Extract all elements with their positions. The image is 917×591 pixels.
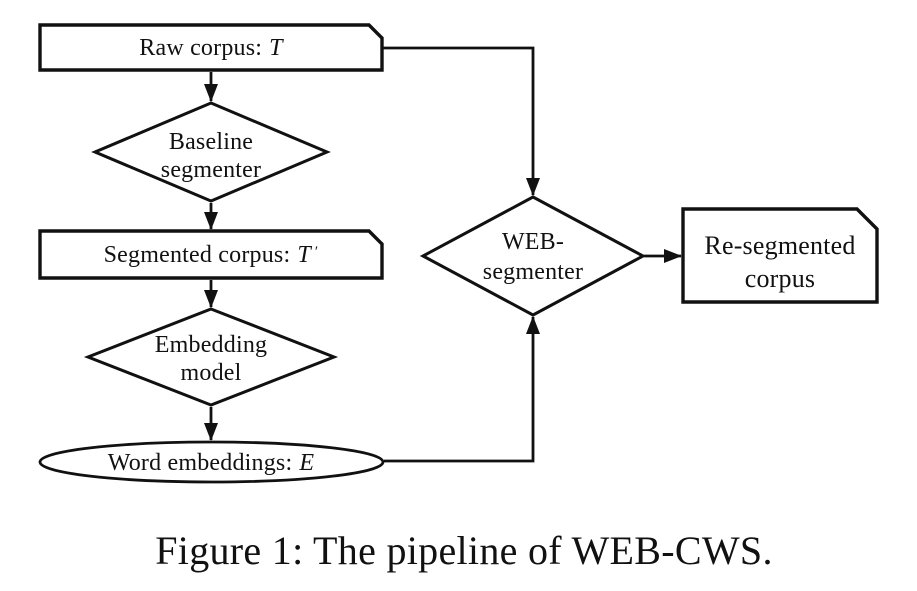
raw-corpus-label: Raw corpus:T <box>139 35 284 61</box>
web-segmenter-label-line1: WEB- <box>502 229 564 255</box>
baseline-segmenter-label-line2: segmenter <box>161 157 261 183</box>
edge-raw-corpus-to-web-segmenter <box>382 46 540 196</box>
word-embeddings-node <box>38 440 385 484</box>
resegmented-corpus-label-line2: corpus <box>745 264 816 293</box>
resegmented-corpus-node <box>681 207 879 304</box>
resegmented-corpus-label-line1: Re-segmented <box>704 231 855 260</box>
figure-caption: Figure 1: The pipeline of WEB-CWS. <box>155 528 773 573</box>
edge-word-embeddings-to-web-segmenter <box>384 316 540 463</box>
embedding-model-node <box>83 307 339 407</box>
segmented-corpus-label: Segmented corpus:T′ <box>104 242 319 268</box>
embedding-model-label-line1: Embedding <box>155 332 267 358</box>
baseline-segmenter-node <box>91 101 331 203</box>
baseline-segmenter-label-line1: Baseline <box>169 129 253 155</box>
segmented-corpus-node <box>38 229 384 280</box>
raw-corpus-node <box>38 23 384 72</box>
embedding-model-label-line2: model <box>181 360 242 386</box>
web-segmenter-node <box>419 195 647 317</box>
web-segmenter-label-line2: segmenter <box>483 259 583 285</box>
word-embeddings-label: Word embeddings:E <box>108 450 315 476</box>
